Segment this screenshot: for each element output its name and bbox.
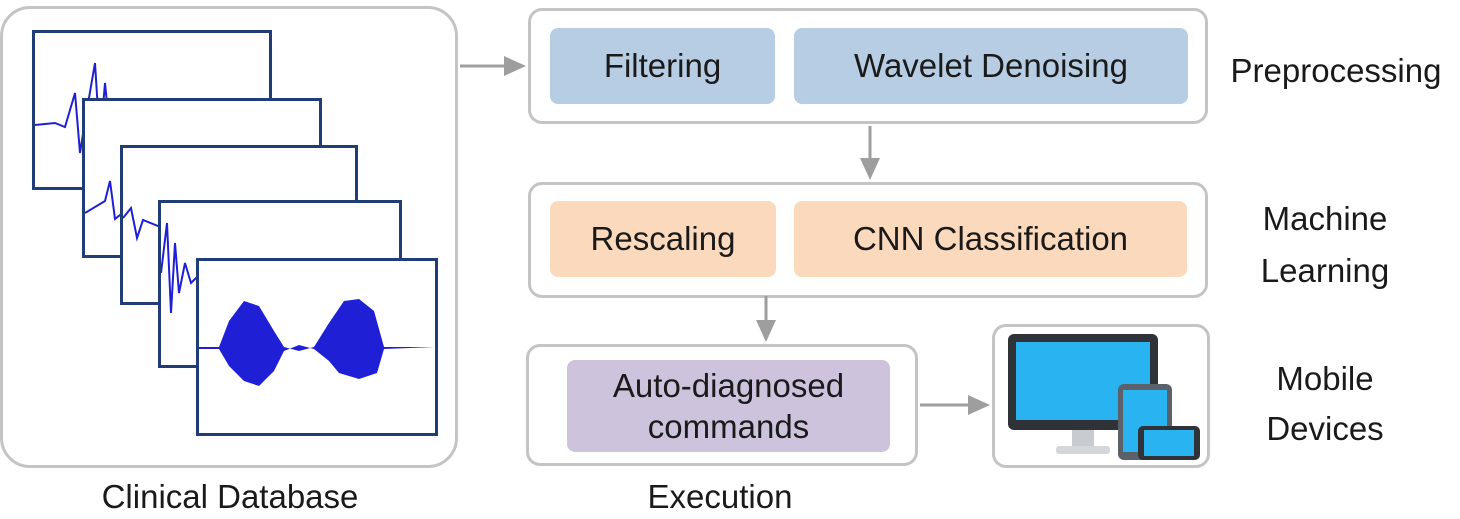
auto-diagnosed-commands-box: Auto-diagnosed commands	[567, 360, 890, 452]
phone-icon	[1138, 426, 1200, 460]
execution-label: Execution	[647, 478, 793, 515]
cnn-classification-box: CNN Classification	[794, 201, 1187, 277]
filtering-box: Filtering	[550, 28, 775, 104]
database-caption: Clinical Database	[101, 478, 359, 515]
preprocessing-label: Preprocessing	[1230, 52, 1442, 89]
rescaling-box: Rescaling	[550, 201, 776, 277]
waveform-card-5	[196, 258, 438, 436]
execution-step-line2: commands	[647, 408, 810, 445]
machine-learning-label-line2: Learning	[1260, 252, 1390, 289]
machine-learning-label-line1: Machine	[1262, 200, 1388, 237]
waveform-icon-5	[199, 299, 435, 386]
mobile-label-line2: Devices	[1266, 410, 1384, 447]
mobile-label-line1: Mobile	[1276, 360, 1374, 397]
execution-step-line1: Auto-diagnosed	[612, 366, 845, 404]
waveform-icon-4	[161, 222, 202, 314]
wavelet-denoising-box: Wavelet Denoising	[794, 28, 1188, 104]
flow-arrows	[460, 56, 990, 415]
